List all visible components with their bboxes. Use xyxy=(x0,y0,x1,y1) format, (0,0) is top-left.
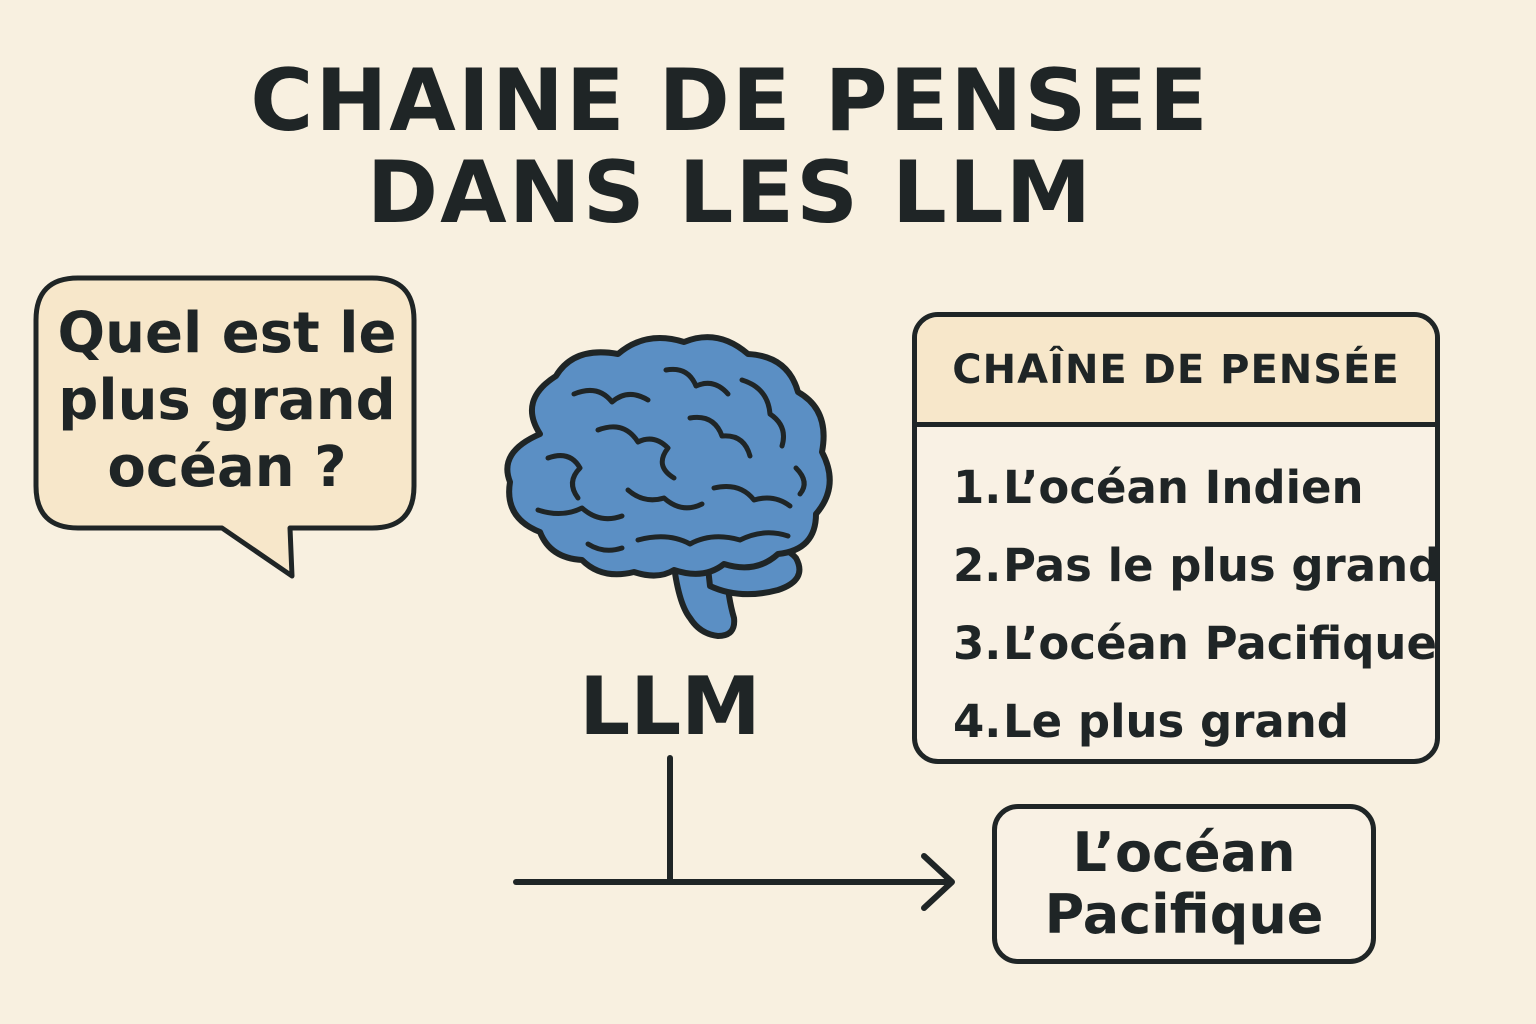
cot-step-number: 1. xyxy=(953,461,1002,514)
cot-step-number: 4. xyxy=(953,695,1002,748)
cot-step-2: 2.Pas le plus grand xyxy=(953,527,1435,605)
question-line-3: océan ? xyxy=(107,435,347,500)
cot-step-3: 3.L’océan Pacifique xyxy=(953,605,1435,683)
cot-step-text: Le plus grand xyxy=(1003,695,1350,748)
chain-of-thought-header: CHAÎNE DE PENSÉE xyxy=(917,317,1435,427)
title-line-1: CHAINE DE PENSEE xyxy=(250,51,1210,151)
question-line-1: Quel est le xyxy=(57,301,397,366)
chain-of-thought-steps: 1.L’océan Indien 2.Pas le plus grand 3.L… xyxy=(917,427,1435,759)
cot-step-4: 4.Le plus grand xyxy=(953,683,1435,759)
question-line-2: plus grand xyxy=(58,368,396,433)
question-bubble-text: Quel est le plus grand océan ? xyxy=(42,300,412,501)
chain-of-thought-panel: CHAÎNE DE PENSÉE 1.L’océan Indien 2.Pas … xyxy=(912,312,1440,764)
answer-line-1: L’océan xyxy=(1072,821,1296,884)
cot-step-1: 1.L’océan Indien xyxy=(953,449,1435,527)
answer-box: L’océan Pacifique xyxy=(992,804,1376,964)
cot-step-text: Pas le plus grand xyxy=(1003,539,1440,592)
diagram-title: CHAINE DE PENSEE DANS LES LLM xyxy=(0,55,1460,239)
brain-icon xyxy=(478,318,838,648)
arrow-head-icon xyxy=(921,853,955,911)
answer-line-2: Pacifique xyxy=(1044,883,1324,946)
cot-step-number: 3. xyxy=(953,617,1002,670)
brain-cortex xyxy=(504,334,833,579)
cot-step-number: 2. xyxy=(953,539,1002,592)
llm-label: LLM xyxy=(579,660,761,753)
title-line-2: DANS LES LLM xyxy=(366,143,1094,243)
cot-step-text: L’océan Pacifique xyxy=(1003,617,1437,670)
brain-folds xyxy=(535,366,807,553)
cot-step-text: L’océan Indien xyxy=(1003,461,1364,514)
